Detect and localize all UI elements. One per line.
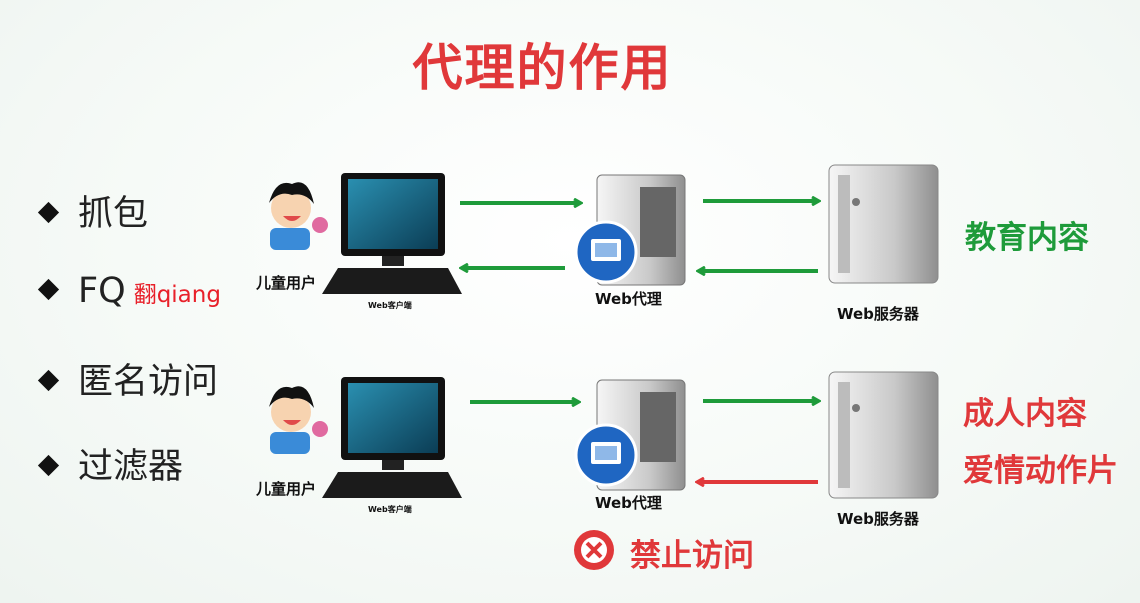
content-label-top: 教育内容 (965, 220, 1089, 256)
content-label-bottom-2: 爱情动作片 (963, 453, 1118, 489)
diamond-icon (37, 369, 60, 391)
bullet-item: FQ 翻qiang (36, 271, 221, 311)
proxy-bottom (574, 379, 686, 491)
page-title: 代理的作用 (412, 39, 673, 97)
client-label-bottom: Web客户端 (368, 505, 412, 514)
server-bottom (828, 371, 939, 499)
bullet-text: 过滤器 (78, 447, 184, 487)
client-label-top: Web客户端 (368, 301, 412, 310)
bullet-text: 匿名访问 (78, 362, 219, 402)
server-label-bottom: Web服务器 (837, 510, 919, 528)
user-label-bottom: 儿童用户 (256, 480, 317, 498)
bullet-text: 抓包 (78, 194, 149, 234)
proxy-label-bottom: Web代理 (595, 494, 662, 512)
server-top (828, 164, 939, 284)
proxy-top (574, 174, 686, 286)
child-avatar-bottom (269, 386, 328, 454)
forbidden-icon (574, 530, 614, 570)
monitor-bottom (322, 377, 462, 498)
server-label-top: Web服务器 (837, 305, 919, 323)
bullet-note: 翻qiang (133, 282, 221, 308)
proxy-label-top: Web代理 (595, 290, 662, 308)
user-label-top: 儿童用户 (256, 274, 317, 292)
bullet-item: 过滤器 (36, 438, 183, 489)
child-avatar-top (269, 182, 328, 250)
diamond-icon (37, 454, 60, 476)
diamond-icon (37, 278, 60, 300)
monitor-top (322, 173, 462, 294)
bullet-text: FQ (78, 271, 126, 311)
bullet-item: 抓包 (36, 185, 148, 236)
bullet-item: 匿名访问 (36, 353, 218, 404)
diamond-icon (37, 201, 60, 223)
content-label-bottom-1: 成人内容 (963, 396, 1087, 432)
forbidden-label: 禁止访问 (630, 538, 754, 574)
